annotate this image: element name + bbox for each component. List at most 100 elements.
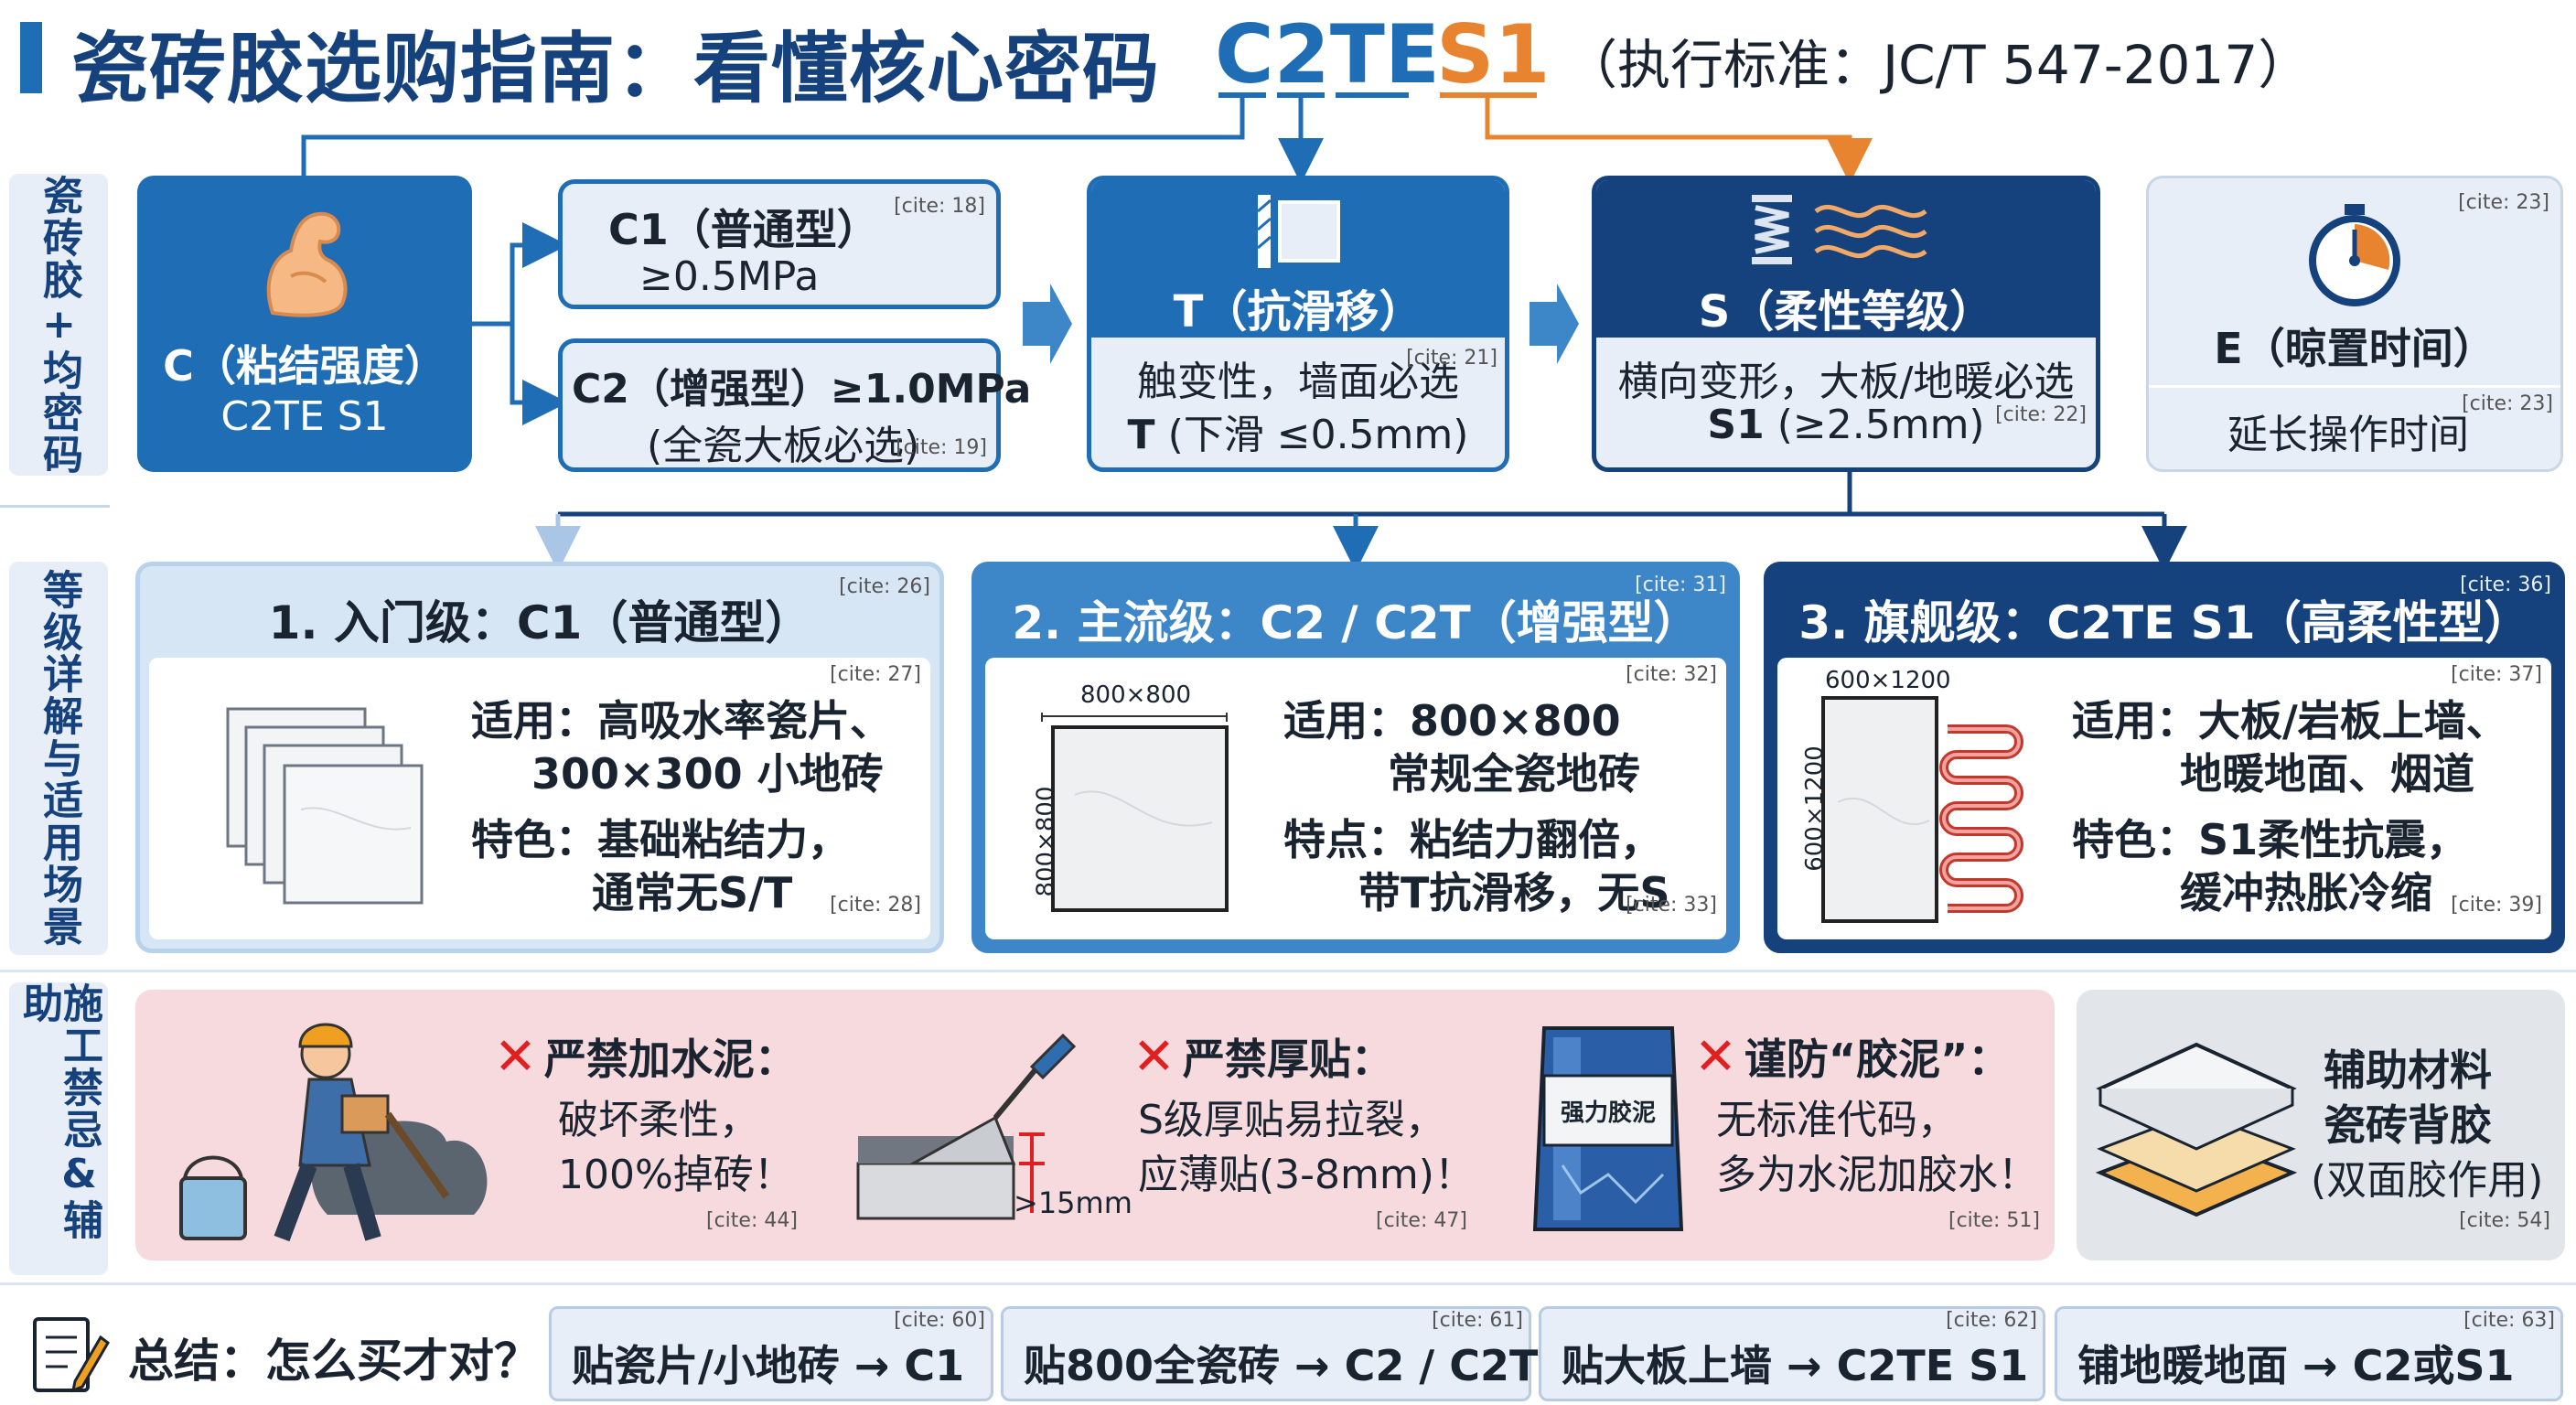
- aux-line: 瓷砖背胶: [2324, 1100, 2492, 1150]
- cite: [cite: 51]: [1948, 1209, 2040, 1232]
- code-c-card: C（粘结强度） C2TE S1: [137, 176, 472, 472]
- warning-title: ✕严禁厚贴：: [1132, 1027, 1393, 1087]
- tier-entry-body: 适用：高吸水率瓷片、 300×300 小地砖 特色：基础粘结力， 通常无S/T …: [149, 658, 930, 939]
- tier-line: 适用：高吸水率瓷片、: [471, 696, 892, 745]
- tile-layers-icon: [2095, 1042, 2298, 1217]
- warning-line: 多为水泥加胶水！: [1716, 1152, 2038, 1198]
- cite: [cite: 37]: [2451, 663, 2542, 686]
- summary-item: 铺地暖地面 → C2或S1 [cite: 63]: [2055, 1306, 2563, 1401]
- c2-value: (全瓷大板必选): [647, 423, 920, 469]
- tier-line: 特色：基础粘结力，: [471, 815, 850, 864]
- code-s-header: S（柔性等级）: [1596, 180, 2096, 338]
- tier-title: 1. 入门级：C1（普通型）: [268, 596, 811, 649]
- warning-line: 破坏柔性，: [558, 1097, 759, 1143]
- title-accent-bar: [20, 22, 42, 93]
- code-t-card: T（抗滑移） 触变性，墙面必选 T (下滑 ≤0.5mm) [cite: 21]: [1087, 176, 1509, 472]
- cite: [cite: 26]: [839, 575, 930, 598]
- tier-line: 通常无S/T: [592, 868, 793, 917]
- cite: [cite: 63]: [2463, 1309, 2555, 1332]
- worker-mixing-icon: [179, 1023, 488, 1242]
- summary-item: 贴大板上墙 → C2TE S1 [cite: 62]: [1539, 1306, 2045, 1401]
- bag-label: 强力胶泥: [1560, 1099, 1656, 1127]
- tier-mainstream-header: 2. 主流级：C2 / C2T（增强型） [cite: 31]: [976, 566, 1735, 658]
- t-line2: T (下滑 ≤0.5mm): [1127, 412, 1469, 458]
- s-title: S（柔性等级）: [1698, 286, 1994, 338]
- large-tile-icon: [1041, 713, 1229, 912]
- section-divider: [0, 970, 2576, 972]
- auxiliary-material-card: 辅助材料 瓷砖背胶 (双面胶作用) [cite: 54]: [2077, 990, 2565, 1260]
- code-c-sub: C2TE S1: [220, 393, 389, 440]
- s-line2: S1 (≥2.5mm): [1707, 402, 1985, 448]
- cite: [cite: 54]: [2459, 1209, 2550, 1232]
- cite: [cite: 39]: [2451, 894, 2542, 917]
- execution-standard: （执行标准：JC/T 547-2017）: [1564, 34, 2312, 96]
- trowel-icon: [856, 1033, 1077, 1220]
- tier-line: 缓冲热胀冷缩: [2180, 868, 2432, 917]
- c2-title: C2（增强型）≥1.0MPa: [572, 366, 1032, 413]
- section-divider: [0, 1282, 2576, 1285]
- tier-flagship-body: 600×1200 600×1200 适用：大板/岩板上墙、 地暖地面、烟道 特色…: [1777, 658, 2551, 939]
- tier-line: 地暖地面、烟道: [2180, 749, 2474, 799]
- cite: [cite: 23]: [2458, 191, 2549, 214]
- tier-mainstream-body: 800×800 800×800 适用：800×800 常规全瓷地砖 特点：粘结力…: [985, 658, 1726, 939]
- summary-item: 贴瓷片/小地砖 → C1 [cite: 60]: [549, 1306, 993, 1401]
- tier-line: 300×300 小地砖: [531, 749, 884, 799]
- cite: [cite: 18]: [894, 195, 985, 218]
- stopwatch-icon: [2309, 204, 2400, 306]
- warning-title: ✕严禁加水泥：: [494, 1027, 797, 1087]
- code-c1-card: C1（普通型） ≥0.5MPa [cite: 18]: [558, 179, 1001, 309]
- tier-title: 3. 旗舰级：C2TE S1（高柔性型）: [1798, 596, 2530, 649]
- summary-item-text: 铺地暖地面 → C2或S1: [2077, 1341, 2515, 1390]
- code-c-label: C（粘结强度）: [163, 341, 446, 391]
- warning-line: 无标准代码，: [1716, 1097, 1958, 1143]
- summary-label: 总结：怎么买才对？: [128, 1335, 540, 1388]
- c1-value: ≥0.5MPa: [639, 253, 820, 300]
- cite: [cite: 19]: [896, 436, 987, 459]
- tier-line: 常规全瓷地砖: [1388, 749, 1640, 799]
- spring-wave-icon: [1752, 195, 1927, 264]
- code-e-card: E（晾置时间） 延长操作时间 [cite: 23] [cite: 23]: [2146, 176, 2563, 472]
- cite: [cite: 44]: [706, 1209, 798, 1232]
- flexed-arm-icon: [266, 211, 348, 317]
- e-separator: [2149, 385, 2560, 388]
- cite: [cite: 61]: [1432, 1309, 1523, 1332]
- code-s-card: S（柔性等级） 横向变形，大板/地暖必选 S1 (≥2.5mm) [cite: …: [1592, 176, 2100, 472]
- code-connectors: [301, 92, 2187, 567]
- cite: [cite: 60]: [894, 1309, 985, 1332]
- cite: [cite: 28]: [830, 894, 921, 917]
- cite: [cite: 62]: [1946, 1309, 2037, 1332]
- cite: [cite: 47]: [1376, 1209, 1467, 1232]
- section-label-construction: 施工禁忌&辅助: [9, 982, 108, 1275]
- slab-floor-heating-icon: [1821, 696, 2023, 923]
- checklist-pen-icon: [33, 1317, 110, 1393]
- cite: [cite: 33]: [1626, 894, 1717, 917]
- s-line1: 横向变形，大板/地暖必选: [1617, 359, 2075, 405]
- cross-icon: ✕: [494, 1027, 537, 1087]
- anti-slip-icon: [1257, 195, 1340, 268]
- tile-width-label: 800×800: [1080, 681, 1192, 709]
- tier-mainstream-card: 2. 主流级：C2 / C2T（增强型） [cite: 31] 800×800 …: [971, 562, 1740, 953]
- small-tiles-icon: [226, 707, 424, 905]
- aux-line: 辅助材料: [2324, 1046, 2492, 1095]
- cite: [cite: 36]: [2460, 574, 2551, 596]
- cite: [cite: 21]: [1406, 347, 1497, 370]
- tier-line: 特点：粘结力翻倍，: [1283, 815, 1662, 864]
- section-label-grades: 等级详解与适用场景: [9, 562, 108, 955]
- tier-title: 2. 主流级：C2 / C2T（增强型）: [1012, 596, 1700, 649]
- e-line1: 延长操作时间: [2227, 412, 2469, 458]
- warning-line: S级厚贴易拉裂，: [1138, 1097, 1445, 1143]
- construction-warnings: ✕严禁加水泥： 破坏柔性， 100%掉砖！ [cite: 44] >15mm ✕…: [135, 990, 2055, 1260]
- cite: [cite: 23]: [2462, 392, 2553, 415]
- tier-line: 适用：大板/岩板上墙、: [2072, 696, 2508, 745]
- code-t-header: T（抗滑移）: [1091, 180, 1505, 338]
- tier-line: 带T抗滑移，无S: [1358, 868, 1670, 917]
- tier-line: 特色：S1柔性抗震，: [2072, 815, 2469, 864]
- code-c2-card: C2（增强型）≥1.0MPa (全瓷大板必选) [cite: 19]: [558, 338, 1031, 472]
- t-line1: 触变性，墙面必选: [1137, 359, 1459, 405]
- e-title: E（晾置时间）: [2214, 324, 2496, 373]
- tier-flagship-card: 3. 旗舰级：C2TE S1（高柔性型） [cite: 36] 600×1200…: [1764, 562, 2565, 953]
- c1-title: C1（普通型）: [608, 205, 879, 254]
- tile-width-label: 600×1200: [1825, 667, 1951, 694]
- warning-line: 100%掉砖！: [558, 1152, 794, 1198]
- code-s1: S1: [1436, 7, 1551, 102]
